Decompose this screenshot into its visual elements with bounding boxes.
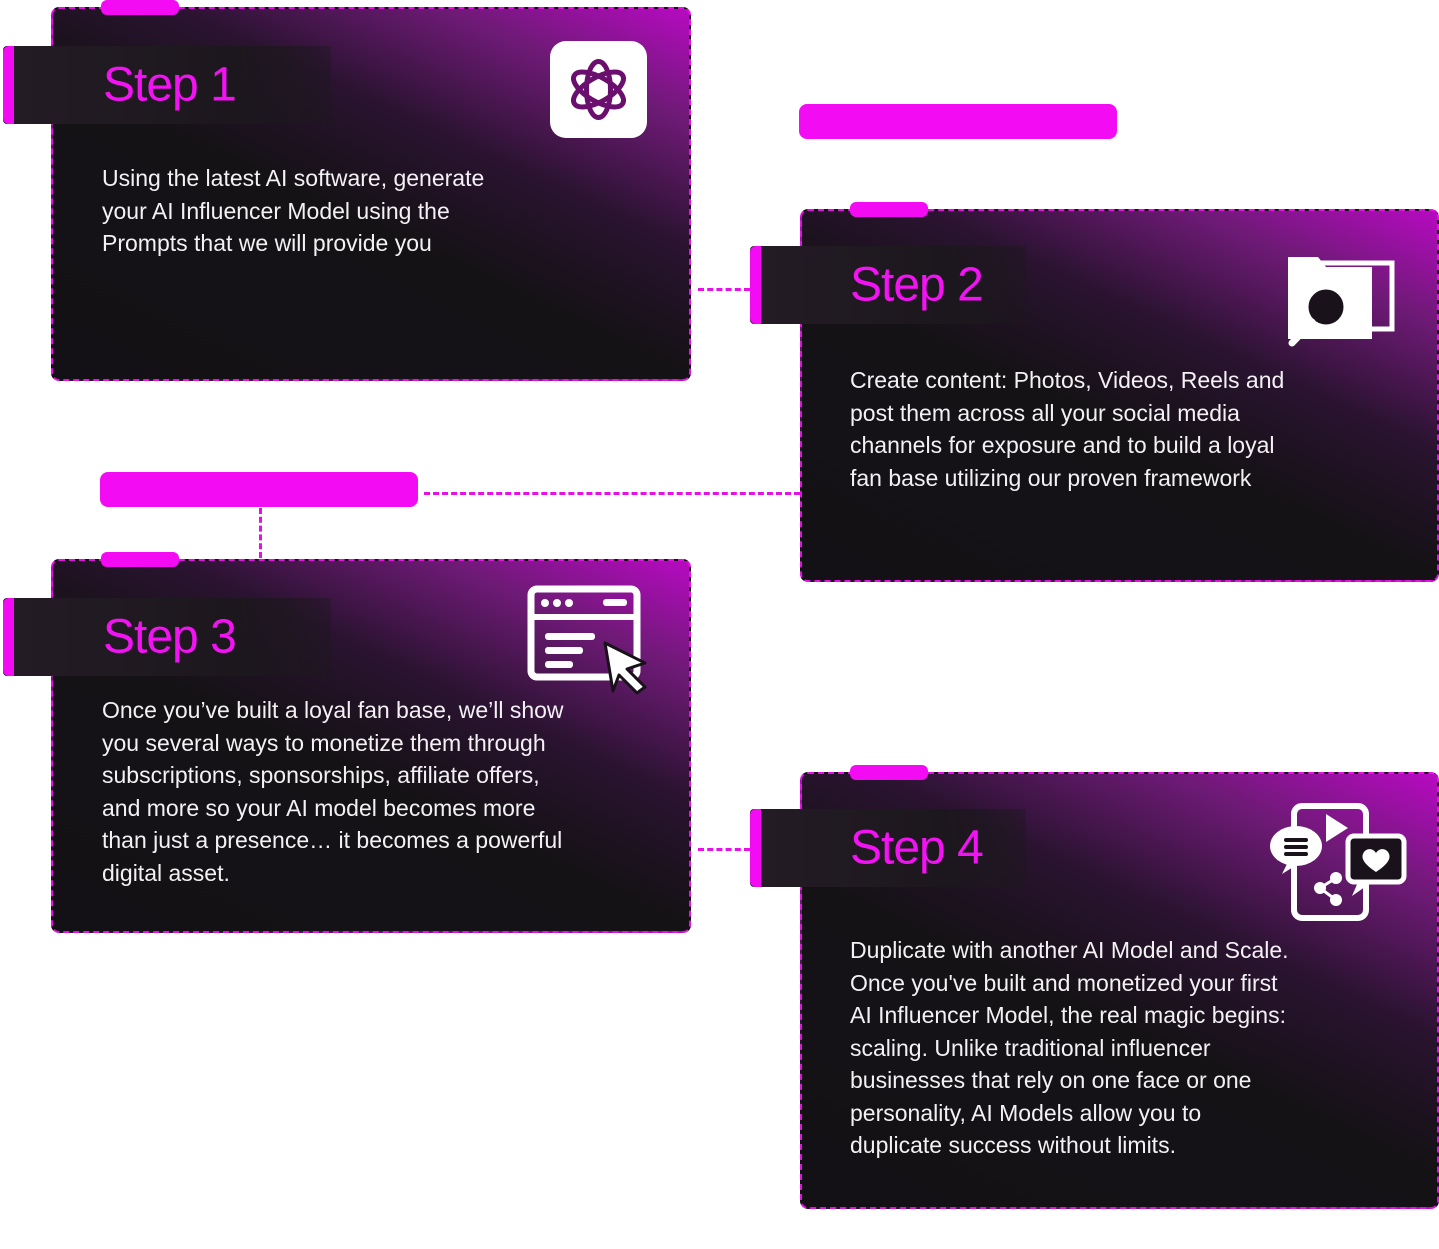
step-label: Step 3 — [103, 610, 237, 664]
label-accent — [750, 246, 761, 324]
step-description: Using the latest AI software, generate y… — [102, 165, 485, 256]
folder-search-icon — [1286, 247, 1396, 353]
step-label-band: Step 1 — [3, 46, 331, 124]
card-tab — [850, 765, 928, 780]
social-media-phone-icon — [1268, 802, 1408, 922]
browser-cursor-icon — [527, 585, 653, 695]
step-description: Create content: Photos, Videos, Reels an… — [850, 367, 1285, 491]
decorative-bar-middle — [100, 472, 418, 507]
step-label: Step 4 — [850, 821, 984, 875]
step-description: Once you’ve built a loyal fan base, we’l… — [102, 697, 564, 886]
decorative-bar-top — [799, 104, 1117, 139]
step-card-3: Step 3 Once you’ve built a loyal fan bas… — [3, 552, 691, 933]
label-accent — [3, 598, 14, 676]
connector-bar-step2 — [424, 492, 800, 495]
step-label-band: Step 2 — [750, 246, 1026, 324]
label-accent — [3, 46, 14, 124]
step-card-2: Step 2 Create content: Photos, Videos, R… — [750, 202, 1439, 582]
connector-bar-step3 — [259, 508, 262, 558]
step-label-band: Step 4 — [750, 809, 1026, 887]
step-label: Step 1 — [103, 58, 237, 112]
step-card-4: Step 4 Duplicate with another AI Model a… — [750, 765, 1439, 1209]
openai-logo-icon — [550, 41, 647, 138]
connector-step3-step4 — [698, 848, 750, 851]
step-card-1: Step 1 Using the latest AI software, gen… — [3, 0, 691, 381]
step-label: Step 2 — [850, 258, 984, 312]
connector-step1-step2 — [698, 288, 750, 291]
card-tab — [101, 0, 179, 15]
step-label-band: Step 3 — [3, 598, 331, 676]
label-accent — [750, 809, 761, 887]
card-tab — [850, 202, 928, 217]
step-description: Duplicate with another AI Model and Scal… — [850, 937, 1289, 1158]
card-tab — [101, 552, 179, 567]
